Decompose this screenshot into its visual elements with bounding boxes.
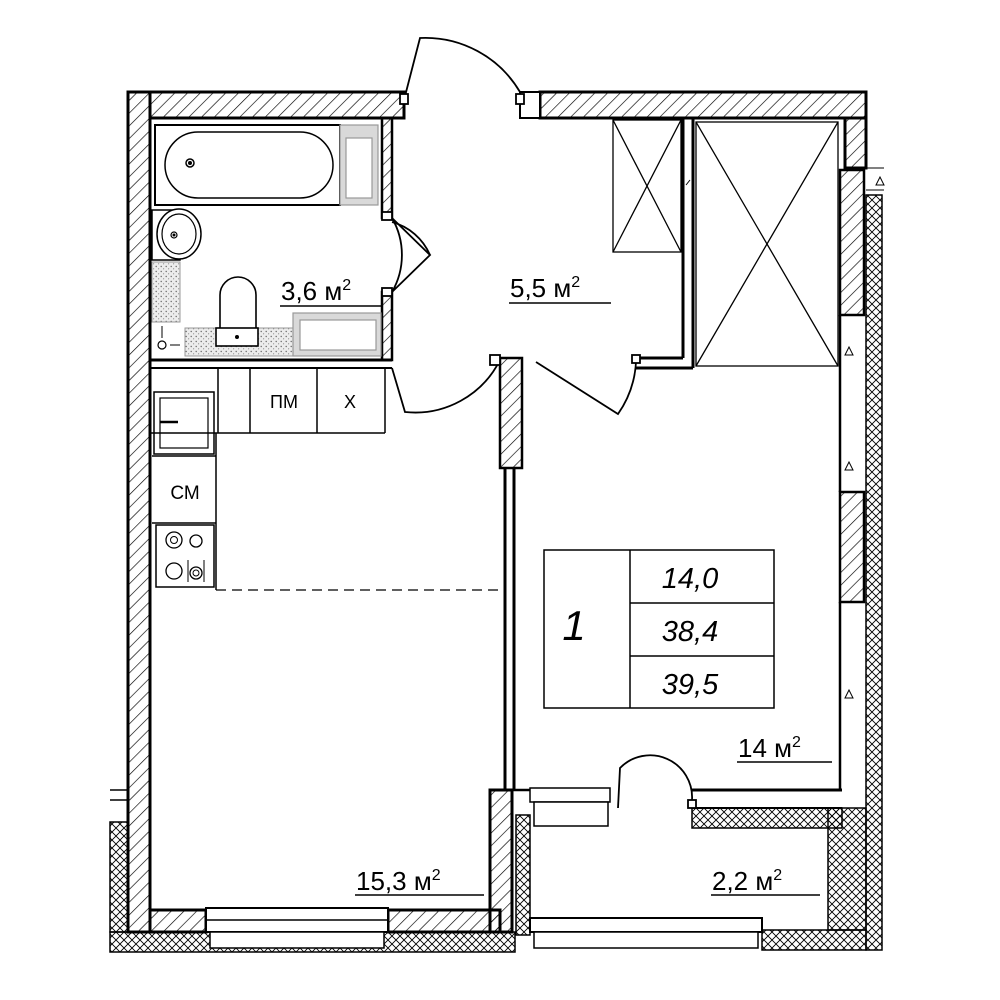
- outer-walls: [126, 90, 868, 934]
- bathroom-fixtures: [151, 124, 382, 357]
- sink-icon: [151, 208, 202, 261]
- doors: [381, 37, 697, 809]
- living-area-value: 14,0: [662, 563, 718, 595]
- total-area-value: 38,4: [662, 616, 718, 648]
- total-with-balcony-value: 39,5: [662, 669, 719, 701]
- drain-icon: [157, 326, 180, 350]
- balcony-area-label: 2,2 м2: [712, 866, 782, 896]
- toilet-icon: [215, 276, 259, 347]
- windows: [205, 787, 763, 949]
- area-summary-table: 1 14,0 38,4 39,5: [543, 549, 775, 709]
- washer-label: СМ: [170, 483, 199, 504]
- hall-area-label: 5,5 м2: [510, 273, 580, 303]
- kitchen-sink-icon: [153, 391, 215, 455]
- kitchen-fixtures: [150, 368, 500, 591]
- bathroom-area-label: 3,6 м2: [281, 276, 351, 306]
- kitchen-living-area-label: 15,3 м2: [356, 866, 441, 896]
- bedroom-area-label: 14 м2: [738, 733, 801, 763]
- fixture-labels: ПМ Х СМ: [170, 392, 356, 504]
- fridge-label: Х: [344, 392, 356, 412]
- shelf-icon: [292, 312, 382, 357]
- room-labels: 3,6 м2 5,5 м2 14 м2 15,3 м2 2,2 м2: [280, 273, 832, 896]
- closets: [612, 119, 839, 367]
- bathtub-icon: [154, 124, 379, 206]
- radiator-marks: [844, 167, 885, 699]
- dishwasher-label: ПМ: [270, 392, 298, 412]
- rooms-count: 1: [562, 602, 585, 649]
- partitions: [150, 116, 842, 809]
- stove-icon: [155, 524, 215, 588]
